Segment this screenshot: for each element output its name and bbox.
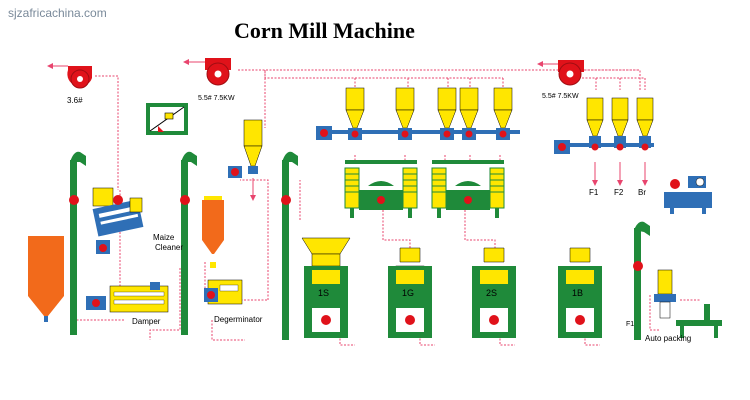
airlock-conveyor-main [330,130,520,134]
output-label-f1: F1 [589,188,599,197]
maize-cleaner [92,187,144,254]
bucket-elevator-2 [180,151,197,335]
airlock-motor-main-dot [320,129,328,137]
output-arrows [47,59,648,201]
raw-material-silo [28,236,64,322]
magnet-separator-box [146,103,188,135]
fan-right [558,60,584,86]
roller-mill-1b [558,247,602,338]
degerminator-machine [204,279,243,305]
plansifter-right [431,160,505,218]
damper-machine [86,282,169,313]
mill-label-1b: 1B [572,288,583,298]
diagram-title: Corn Mill Machine [234,18,415,43]
cyclone-row-right [554,97,654,154]
output-label-br: Br [638,188,646,197]
bucket-elevator-4 [633,221,650,340]
airlock-conveyor-right [568,143,654,147]
roller-mill-2s [472,247,516,338]
air-compressor [664,176,712,214]
cyclone-f1 [586,97,604,148]
maize-cleaner-label-2: Cleaner [155,243,183,252]
fan-left-label: 3.6# [67,96,83,105]
fan-right-label: 5.5# 7.5KW [542,93,579,100]
auto-packing-label: Auto packing [645,334,691,343]
cyclone-br [636,97,654,148]
mill-label-2s: 2S [486,288,497,298]
output-label-f2: F2 [614,188,624,197]
cyclone-f2 [611,97,629,148]
middle-cyclone [228,119,263,178]
roller-mill-1s [301,237,351,338]
tempering-silo [202,196,224,268]
bucket-elevator-1 [69,151,86,335]
cyclone-row-main [316,87,520,140]
fan-middle [205,58,231,86]
fan-middle-label: 5.5# 7.5KW [198,95,235,102]
mill-label-1s: 1S [318,288,329,298]
fan-left [67,66,92,89]
degerminator-label: Degerminator [214,315,263,324]
auto-packing-machine [654,269,722,338]
watermark: sjzafricachina.com [8,6,107,20]
mill-label-1g: 1G [402,288,414,298]
damper-label: Damper [132,317,161,326]
plansifter-left [344,160,418,218]
bucket-elevator-3 [281,151,298,340]
roller-mill-1g [388,247,432,338]
maize-cleaner-label-1: Maize [153,233,175,242]
packing-input-label: F1 [626,321,634,328]
